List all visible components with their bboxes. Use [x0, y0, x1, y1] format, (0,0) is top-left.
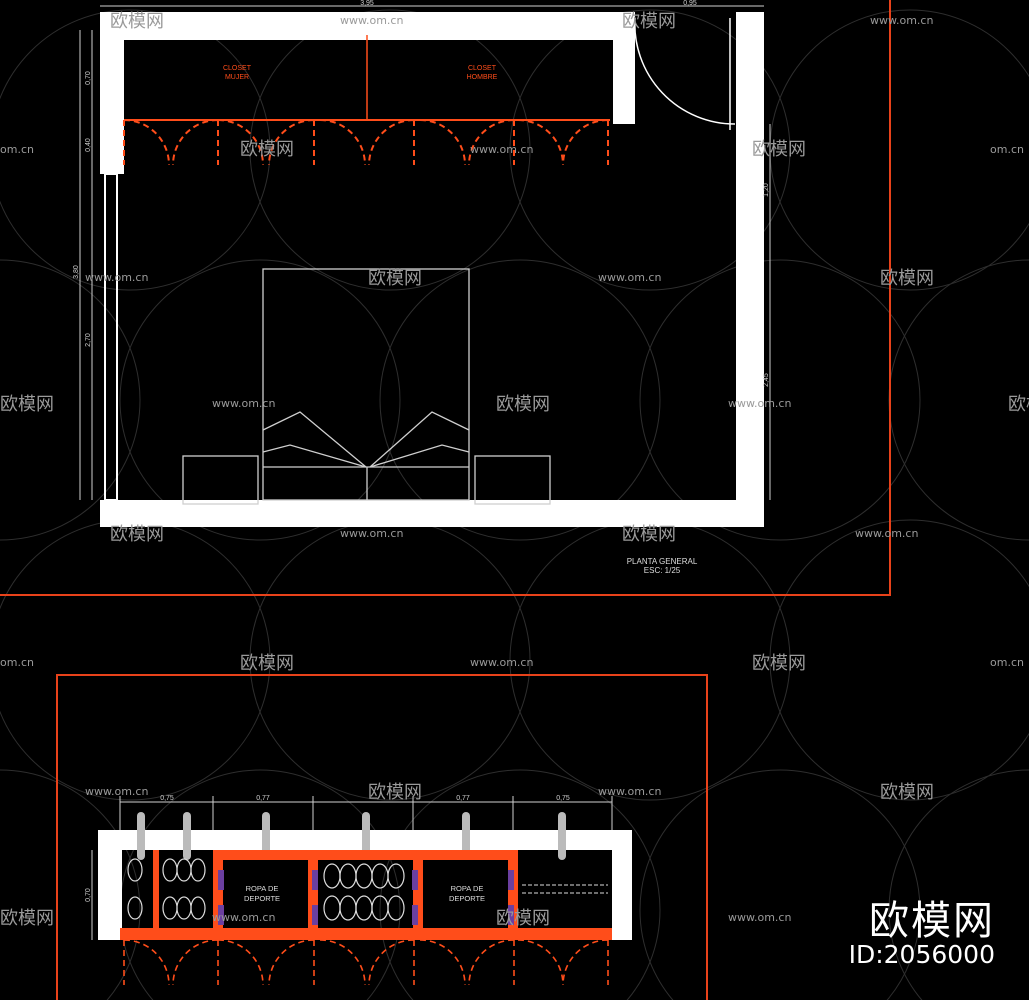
elevation-dimension-lines: [91, 796, 613, 940]
hanger-rods: [137, 812, 566, 860]
watermark-cn: 欧模网: [496, 908, 550, 929]
watermark-url: www.om.cn: [85, 271, 148, 284]
elev-dim-4: 0,75: [556, 795, 570, 802]
ropa-right-label-2: DEPORTE: [449, 894, 485, 903]
ropa-left-label-2: DEPORTE: [244, 894, 280, 903]
watermark-cn: 欧模网: [0, 908, 54, 929]
dim-right-lower: 2,45: [763, 373, 770, 387]
dim-left-total: 3,80: [73, 265, 80, 279]
nightstand-left: [182, 455, 259, 505]
elev-dim-left: 0,70: [85, 888, 92, 902]
shelf-lines-right: [522, 884, 608, 894]
watermark-url: www.om.cn: [470, 143, 533, 156]
watermark-cn: 欧模网: [880, 782, 934, 803]
brand-id: ID:2056000: [848, 940, 995, 969]
watermark-cn: 欧模网: [752, 653, 806, 674]
watermark-cn: 欧模网: [110, 524, 164, 545]
watermark-url: www.om.cn: [728, 397, 791, 410]
watermark-url: www.om.cn: [728, 911, 791, 924]
watermark-url: www.om.cn: [870, 14, 933, 27]
watermark-url: om.cn: [0, 143, 34, 156]
closet-right-label-2: HOMBRE: [467, 74, 498, 81]
watermark-cn: 欧模网: [240, 653, 294, 674]
ropa-right-label-1: ROPA DE: [451, 884, 484, 893]
watermark-url: www.om.cn: [340, 14, 403, 27]
watermark-url: www.om.cn: [212, 911, 275, 924]
watermark-url: om.cn: [0, 656, 34, 669]
watermark-url: www.om.cn: [470, 656, 533, 669]
watermark-url: www.om.cn: [340, 527, 403, 540]
bed: [262, 268, 470, 501]
closet-right-label-1: CLOSET: [468, 65, 497, 72]
watermark-cn: 欧模网: [752, 139, 806, 160]
shoe-rack-left: [127, 858, 206, 920]
nightstand-right: [474, 455, 551, 505]
closet-left-label-2: MUJER: [225, 74, 249, 81]
ropa-left-label-1: ROPA DE: [246, 884, 279, 893]
watermark-url: www.om.cn: [85, 785, 148, 798]
watermark-cn: 欧模网: [368, 268, 422, 289]
sheet-frame: [0, 0, 891, 1000]
elev-dim-2: 0,77: [256, 795, 270, 802]
elev-dim-3: 0,77: [456, 795, 470, 802]
watermark-url: www.om.cn: [598, 785, 661, 798]
dim-right-upper: 1,20: [763, 183, 770, 197]
watermark-cn: 欧模网: [622, 11, 676, 32]
closet-elevation: ROPA DE DEPORTE ROPA DE DEPORTE: [85, 795, 632, 986]
plan-dimension-lines: [79, 5, 771, 500]
watermark-cn: 欧模网: [368, 782, 422, 803]
watermark-url: www.om.cn: [855, 527, 918, 540]
entry-door: [634, 17, 738, 130]
closet-left-label-1: CLOSET: [223, 65, 252, 72]
watermark-cn: 欧模网: [0, 394, 54, 415]
drawer-handles: [218, 870, 514, 925]
brand-logo: 欧模网: [869, 898, 995, 944]
watermark-layer: 欧模网 www.om.cn 欧模网 www.om.cn om.cn 欧模网 ww…: [0, 11, 1029, 929]
dim-left-upper: 0,70: [85, 71, 92, 85]
elevation-door-swings: [123, 939, 609, 986]
watermark-cn: 欧模网: [110, 11, 164, 32]
dim-left-middle: 0,40: [85, 138, 92, 152]
watermark-cn: 欧模网: [240, 139, 294, 160]
watermark-url: om.cn: [990, 143, 1024, 156]
watermark-url: www.om.cn: [212, 397, 275, 410]
watermark-cn: 欧模网: [880, 268, 934, 289]
elev-dim-1: 0,75: [160, 795, 174, 802]
plan-title: PLANTA GENERAL: [627, 557, 698, 566]
watermark-cn: 欧模网: [622, 524, 676, 545]
floor-plan: CLOSET MUJER CLOSET HOMBRE PLANTA GENERA…: [73, 0, 771, 575]
watermark-cn: 欧模网: [1008, 394, 1029, 415]
watermark-url: www.om.cn: [598, 271, 661, 284]
watermark-cn: 欧模网: [496, 394, 550, 415]
dim-top-width: 3,95: [360, 0, 374, 7]
watermark-url: om.cn: [990, 656, 1024, 669]
dim-left-lower: 2,70: [85, 333, 92, 347]
left-wall-thin: [104, 173, 118, 501]
shoe-rack-center: [323, 863, 405, 921]
dim-top-door: 0,95: [683, 0, 697, 7]
plan-scale: ESC: 1/25: [644, 566, 681, 575]
closet-door-swings: [123, 119, 609, 166]
